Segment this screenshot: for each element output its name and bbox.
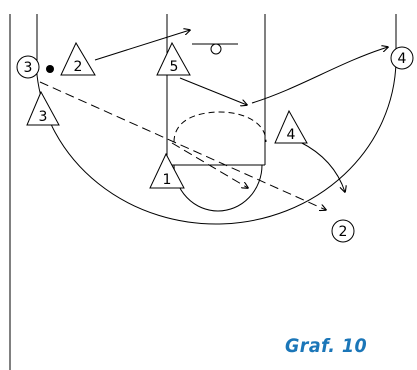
defense-player-4-label: 4 [287, 127, 296, 143]
defense-player-1-label: 1 [163, 172, 172, 188]
defense-player-4: 4 [274, 109, 308, 144]
cut-arrow-to-right-wing [251, 47, 388, 104]
defense-player-1: 1 [149, 152, 185, 189]
defense-player-3-label: 3 [39, 109, 48, 125]
defense-player-5: 5 [156, 41, 191, 76]
cut-arrow-4-to-corner [299, 141, 345, 192]
ball-icon [46, 65, 54, 73]
cut-arrow-5-to-paint [179, 77, 247, 105]
cut-arrow-2-to-top [94, 30, 190, 61]
court-lines [9, 14, 397, 370]
offense-player-4: 4 [390, 46, 414, 70]
offense-player-2-label: 2 [339, 224, 348, 240]
three-point-arc [36, 61, 397, 225]
offense-player-4-label: 4 [398, 51, 407, 67]
defense-player-2-label: 2 [74, 59, 83, 75]
hoop [210, 43, 222, 55]
free-throw-circle-bottom [173, 164, 263, 212]
defense-player-3: 3 [26, 90, 60, 126]
defense-player-2: 2 [60, 41, 96, 76]
offense-player-3: 3 [16, 55, 40, 79]
pass-arrow-3-to-2 [39, 81, 326, 210]
pass-arrow-1-to-basket [171, 142, 248, 188]
figure-caption: Graf. 10 [285, 335, 368, 357]
defense-player-5-label: 5 [170, 59, 179, 75]
free-throw-circle-top [173, 111, 267, 143]
offense-player-3-label: 3 [24, 60, 33, 76]
offense-player-2: 2 [331, 219, 355, 243]
movement-arrows [39, 30, 388, 210]
